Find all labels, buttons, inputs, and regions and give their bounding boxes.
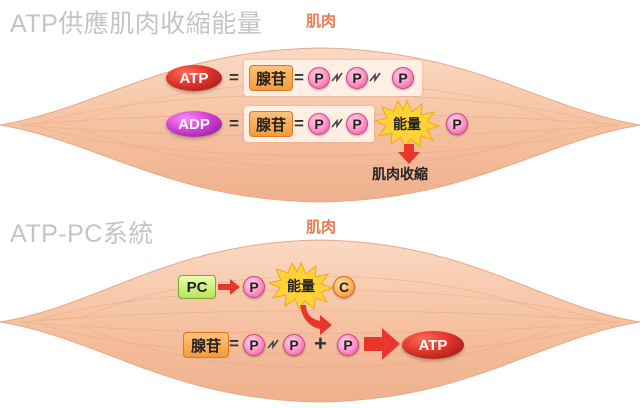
plus-sign: + — [314, 331, 327, 356]
phosphate-circle: P — [243, 276, 265, 298]
adenosine-box: 腺苷 — [249, 65, 293, 91]
energy-starburst-icon — [268, 262, 334, 310]
phosphate-circle: P — [308, 113, 330, 135]
phosphate-circle: P — [243, 334, 265, 356]
phosphate-circle: P — [337, 334, 359, 356]
section1-title: ATP供應肌肉收縮能量 — [10, 10, 263, 38]
atp-oval: ATP — [402, 331, 464, 359]
adp-oval: ADP — [166, 111, 222, 137]
energy-label: 能量 — [393, 117, 421, 133]
phosphate-circle: P — [283, 334, 305, 356]
phosphocreatine-box: PC — [178, 275, 216, 299]
phosphate-circle: P — [346, 67, 368, 89]
section1-muscle-label: 肌肉 — [306, 12, 337, 30]
right-arrow-icon — [218, 279, 240, 295]
equals-sign: = — [229, 114, 239, 133]
phosphate-circle: P — [446, 113, 468, 135]
adenosine-box: 腺苷 — [183, 332, 229, 358]
atp-oval: ATP — [166, 65, 222, 91]
high-energy-bond-icon — [331, 118, 343, 129]
equals-sign: = — [294, 114, 304, 133]
creatine-circle: C — [333, 276, 355, 298]
curved-arrow-icon — [300, 305, 332, 335]
high-energy-bond-icon — [331, 72, 343, 83]
adenosine-box: 腺苷 — [249, 111, 293, 137]
down-arrow-icon — [398, 144, 420, 164]
phosphate-circle: P — [346, 113, 368, 135]
muscle-contraction-label: 肌肉收縮 — [372, 167, 428, 183]
equals-sign: = — [229, 68, 239, 87]
section2-muscle-label: 肌肉 — [306, 218, 337, 236]
equals-sign: = — [229, 334, 239, 353]
high-energy-bond-icon — [369, 72, 381, 83]
energy-label: 能量 — [287, 279, 315, 295]
phosphate-circle: P — [392, 67, 414, 89]
phosphate-circle: P — [308, 67, 330, 89]
section2-title: ATP-PC系統 — [10, 220, 154, 248]
high-energy-bond-icon — [267, 339, 279, 350]
equals-sign: = — [294, 68, 304, 87]
big-right-arrow-icon — [364, 328, 400, 360]
